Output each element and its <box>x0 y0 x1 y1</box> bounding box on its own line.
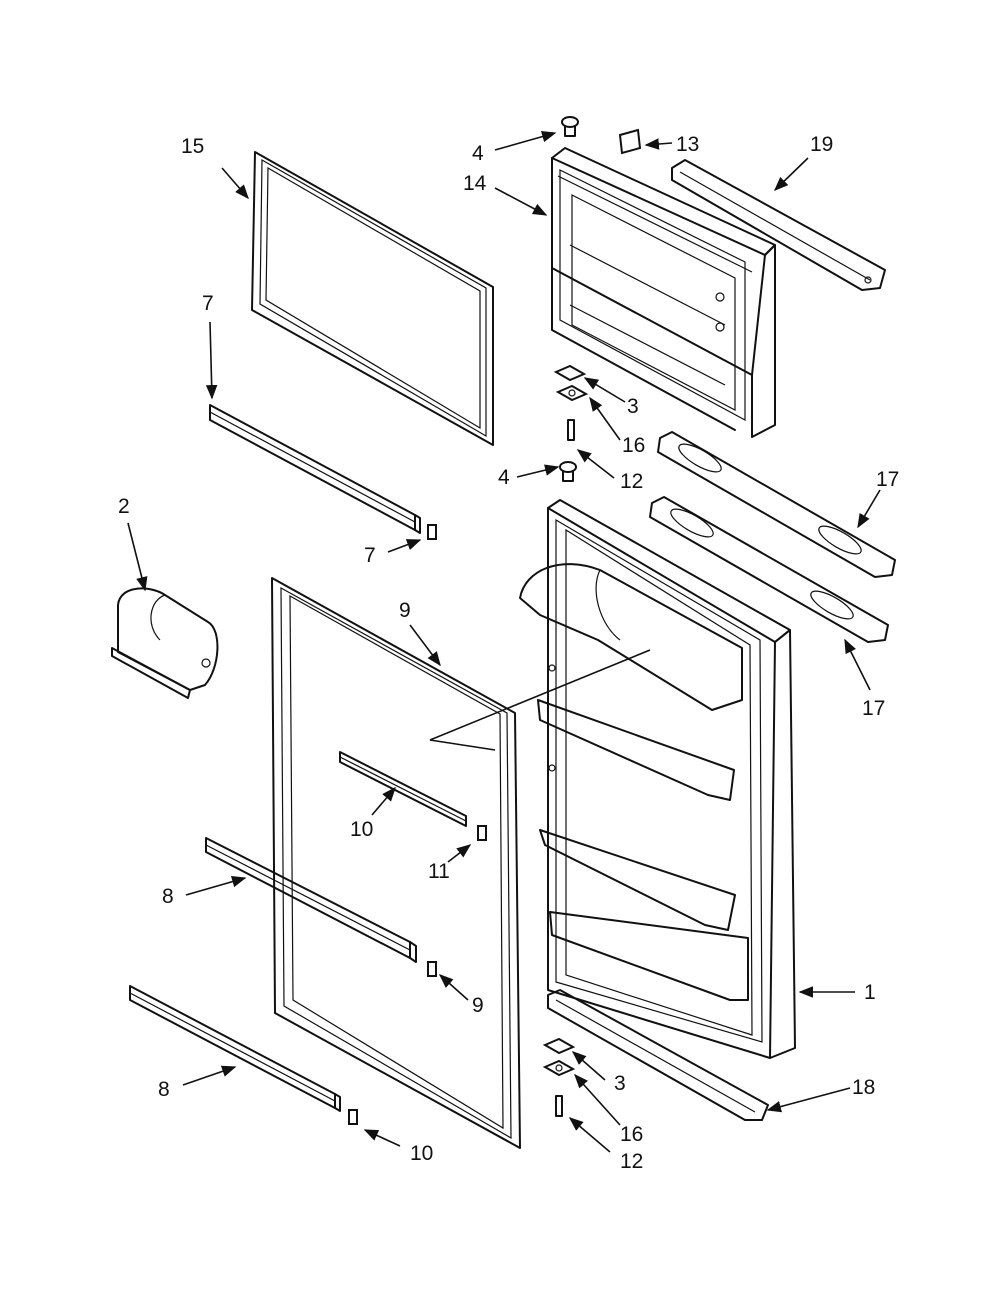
callout-3-upper: 3 <box>627 395 639 418</box>
callout-10: 10 <box>350 818 373 841</box>
callout-3-lower: 3 <box>614 1072 626 1095</box>
callout-4-upper: 4 <box>472 142 484 165</box>
handle-trim-lower <box>649 496 889 643</box>
callout-17-lower: 17 <box>862 697 885 720</box>
upper-hinge-pin <box>561 116 579 137</box>
callout-17-upper: 17 <box>876 468 899 491</box>
upper-trim-strip <box>339 751 467 827</box>
lower-hinge-pin <box>559 461 577 482</box>
butter-compartment <box>111 587 219 699</box>
callout-2: 2 <box>118 495 130 518</box>
callout-19: 19 <box>810 133 833 156</box>
callout-16-lower: 16 <box>620 1123 643 1146</box>
callout-8-lower: 10 <box>410 1142 433 1165</box>
callout-16-upper: 16 <box>622 434 645 457</box>
upper-hinge-screw <box>567 419 575 441</box>
callout-7-lower: 8 <box>158 1078 170 1101</box>
callout-7-upper: 8 <box>162 885 174 908</box>
callout-13: 13 <box>676 133 699 156</box>
freezer-door <box>551 147 776 438</box>
freezer-door-gasket <box>251 151 494 446</box>
callout-4-lower: 4 <box>498 466 510 489</box>
middle-trim-strip <box>205 837 417 963</box>
callout-12-lower: 12 <box>620 1150 643 1173</box>
upper-hinge-bracket <box>553 364 587 382</box>
door-bottom-trim <box>547 989 769 1121</box>
callout-15: 15 <box>181 135 204 158</box>
upper-trim-end-cap <box>477 825 487 841</box>
lower-trim-strip <box>129 985 341 1112</box>
lower-hinge-bracket <box>542 1037 576 1055</box>
upper-hinge-spacer <box>555 384 589 402</box>
freezer-trim-end-cap <box>427 524 437 540</box>
lower-hinge-screw <box>555 1095 563 1117</box>
callout-9: 9 <box>399 599 411 622</box>
callout-14: 14 <box>463 172 487 195</box>
callout-8-upper: 9 <box>472 994 484 1017</box>
callout-11: 11 <box>428 860 450 883</box>
handle-trim-upper <box>657 431 896 578</box>
lower-trim-end-cap <box>348 1109 358 1125</box>
callout-12-upper: 12 <box>620 470 643 493</box>
fresh-food-door <box>519 499 796 1059</box>
freezer-handle-trim <box>671 159 886 291</box>
callout-6: 7 <box>364 544 376 567</box>
freezer-trim-strip <box>209 404 421 534</box>
lower-hinge-spacer <box>542 1059 576 1077</box>
fresh-food-door-gasket <box>271 577 521 1149</box>
middle-trim-end-cap <box>427 961 437 977</box>
callout-1: 1 <box>864 981 876 1004</box>
callout-labels: 15 7 7 2 9 10 11 8 9 8 10 4 14 13 19 3 1… <box>118 133 899 1173</box>
leader-lines <box>127 130 881 1153</box>
callout-18: 18 <box>852 1076 875 1099</box>
hinge-cover-plug <box>618 128 642 155</box>
callout-5: 7 <box>202 292 214 315</box>
